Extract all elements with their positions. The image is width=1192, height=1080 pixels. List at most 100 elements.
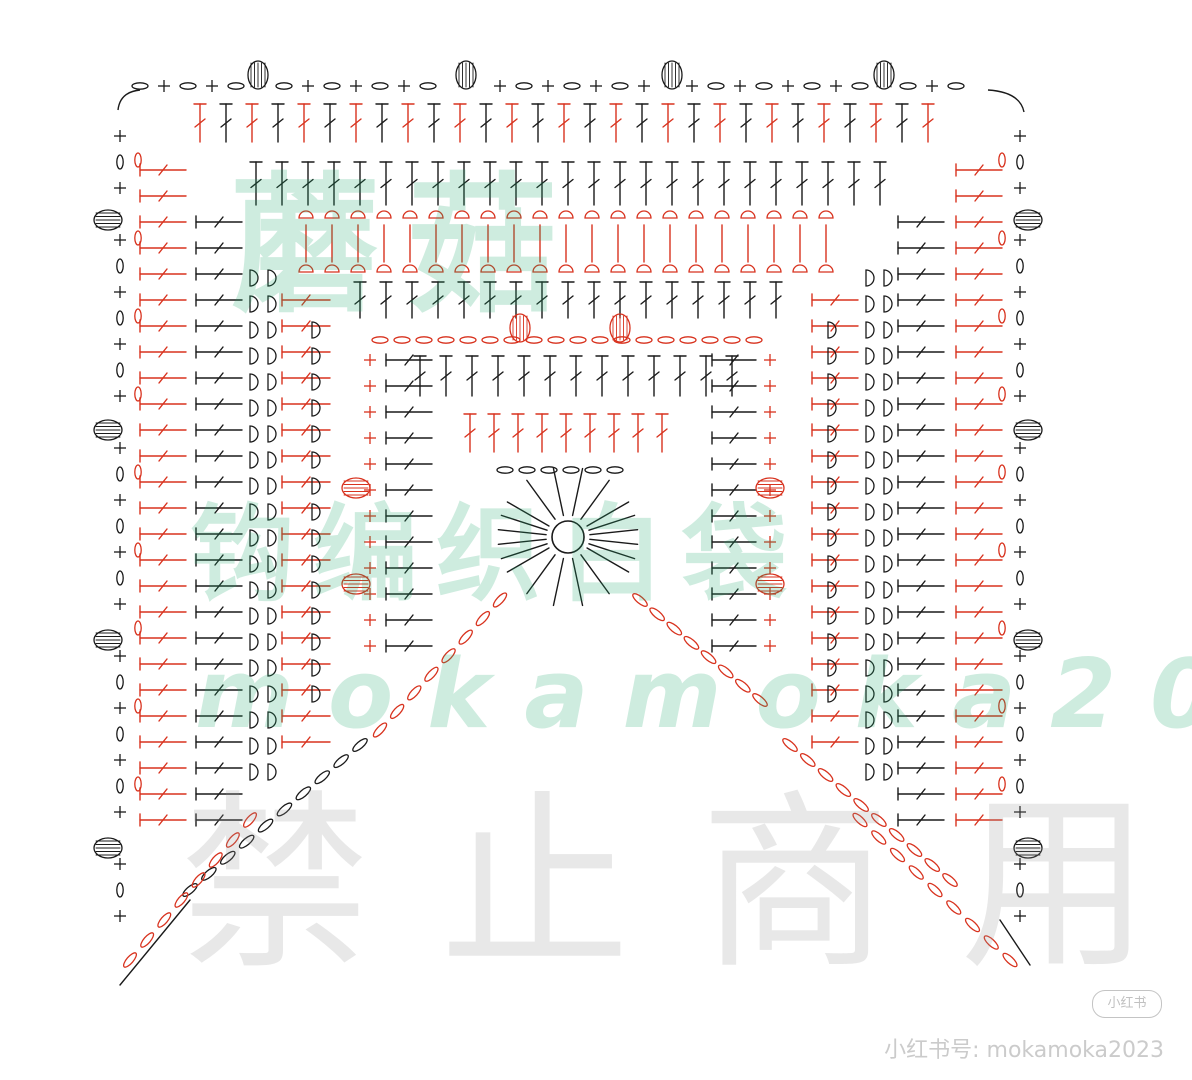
single-crochet-symbol (764, 562, 776, 574)
double-crochet-slash (562, 178, 574, 189)
double-crochet-slash (729, 640, 739, 652)
double-crochet-slash (974, 684, 984, 696)
double-crochet-slash (301, 606, 311, 618)
double-crochet-slash (830, 294, 840, 306)
single-crochet-symbol (1014, 390, 1026, 402)
double-crochet-slash (506, 118, 518, 128)
chain-symbol (803, 82, 821, 90)
double-crochet-slash (648, 371, 660, 381)
double-crochet-slash (158, 216, 168, 228)
puff-stitch-symbol (249, 399, 259, 417)
single-crochet-symbol (764, 432, 776, 444)
puff-stitch-symbol (865, 451, 875, 469)
puff-stitch-symbol (766, 210, 782, 219)
double-crochet-slash (214, 424, 224, 436)
double-crochet-slash (718, 295, 730, 305)
double-crochet-slash (158, 736, 168, 748)
popcorn-symbol (1013, 419, 1043, 441)
puff-stitch-symbol (883, 633, 893, 651)
double-crochet-slash (896, 118, 908, 128)
double-crochet-slash (158, 398, 168, 410)
popcorn-symbol (93, 837, 123, 859)
double-crochet-slash (974, 528, 984, 540)
diagonal-chain-symbol (242, 812, 258, 828)
double-crochet-slash (562, 295, 574, 305)
double-crochet-slash (822, 178, 834, 189)
popcorn-symbol (247, 60, 269, 90)
double-crochet-slash (744, 178, 756, 189)
puff-stitch-symbol (827, 347, 837, 365)
puff-stitch-symbol (249, 425, 259, 443)
chain-symbol (116, 362, 124, 378)
radial-double-crochet (497, 528, 547, 536)
double-crochet-slash (404, 354, 414, 366)
chain-symbol (459, 336, 477, 344)
puff-stitch-symbol (311, 347, 321, 365)
chain-symbol (723, 336, 741, 344)
double-crochet-slash (158, 320, 168, 332)
double-crochet-slash (350, 118, 362, 128)
puff-stitch-symbol (688, 210, 704, 219)
xiaohongshu-logo-badge: 小红书 (1092, 990, 1162, 1018)
single-crochet-symbol (114, 546, 126, 558)
radial-double-crochet (588, 543, 636, 560)
puff-stitch-symbol (267, 581, 277, 599)
double-crochet-slash (214, 476, 224, 488)
double-crochet-slash (301, 528, 311, 540)
double-crochet-slash (404, 614, 414, 626)
diagonal-chain-symbol (906, 843, 923, 857)
puff-stitch-symbol (506, 264, 522, 273)
puff-stitch-symbol (865, 529, 875, 547)
diagonal-chain-symbol (1002, 952, 1018, 968)
puff-stitch-symbol (827, 451, 837, 469)
single-crochet-symbol (1014, 702, 1026, 714)
double-crochet-slash (302, 178, 314, 189)
double-crochet-slash (158, 372, 168, 384)
double-crochet-slash (158, 554, 168, 566)
chain-symbol (998, 386, 1006, 402)
diagonal-chain-symbol (238, 834, 255, 849)
double-crochet-slash (916, 788, 926, 800)
double-crochet-slash (974, 762, 984, 774)
puff-stitch-symbol (827, 659, 837, 677)
puff-stitch-symbol (883, 321, 893, 339)
double-crochet-slash (158, 814, 168, 826)
chain-symbol (1016, 310, 1024, 326)
double-crochet-slash (404, 562, 414, 574)
single-crochet-symbol (114, 442, 126, 454)
single-crochet-symbol (114, 650, 126, 662)
puff-stitch-symbol (636, 264, 652, 273)
double-crochet-slash (301, 502, 311, 514)
double-crochet-slash (214, 736, 224, 748)
double-crochet-slash (158, 606, 168, 618)
double-crochet-slash (729, 614, 739, 626)
puff-stitch-symbol (350, 264, 366, 273)
double-crochet-slash (729, 458, 739, 470)
diagonal-chain-symbol (208, 852, 223, 868)
diagonal-chain-symbol (174, 892, 189, 908)
double-crochet-slash (158, 346, 168, 358)
puff-stitch-symbol (249, 633, 259, 651)
puff-stitch-symbol (827, 503, 837, 521)
diagonal-chain-symbol (352, 737, 368, 753)
puff-stitch-symbol (818, 264, 834, 273)
double-crochet-slash (729, 588, 739, 600)
diagonal-chain-symbol (441, 648, 456, 664)
puff-stitch-symbol (827, 373, 837, 391)
single-crochet-symbol (1014, 234, 1026, 246)
double-crochet-slash (916, 476, 926, 488)
puff-stitch-symbol (865, 425, 875, 443)
double-crochet-slash (830, 710, 840, 722)
double-crochet-slash (220, 118, 232, 128)
puff-stitch-symbol (636, 210, 652, 219)
puff-stitch-symbol (267, 555, 277, 573)
diagonal-chain-symbol (225, 832, 240, 848)
double-crochet-slash (766, 118, 778, 128)
chain-symbol (515, 82, 533, 90)
chain-symbol (899, 82, 917, 90)
diagonal-chain-symbol (983, 935, 999, 950)
double-crochet-slash (666, 295, 678, 305)
diagonal-chain-symbol (295, 786, 312, 801)
double-crochet-slash (301, 554, 311, 566)
double-crochet-slash (636, 118, 648, 128)
